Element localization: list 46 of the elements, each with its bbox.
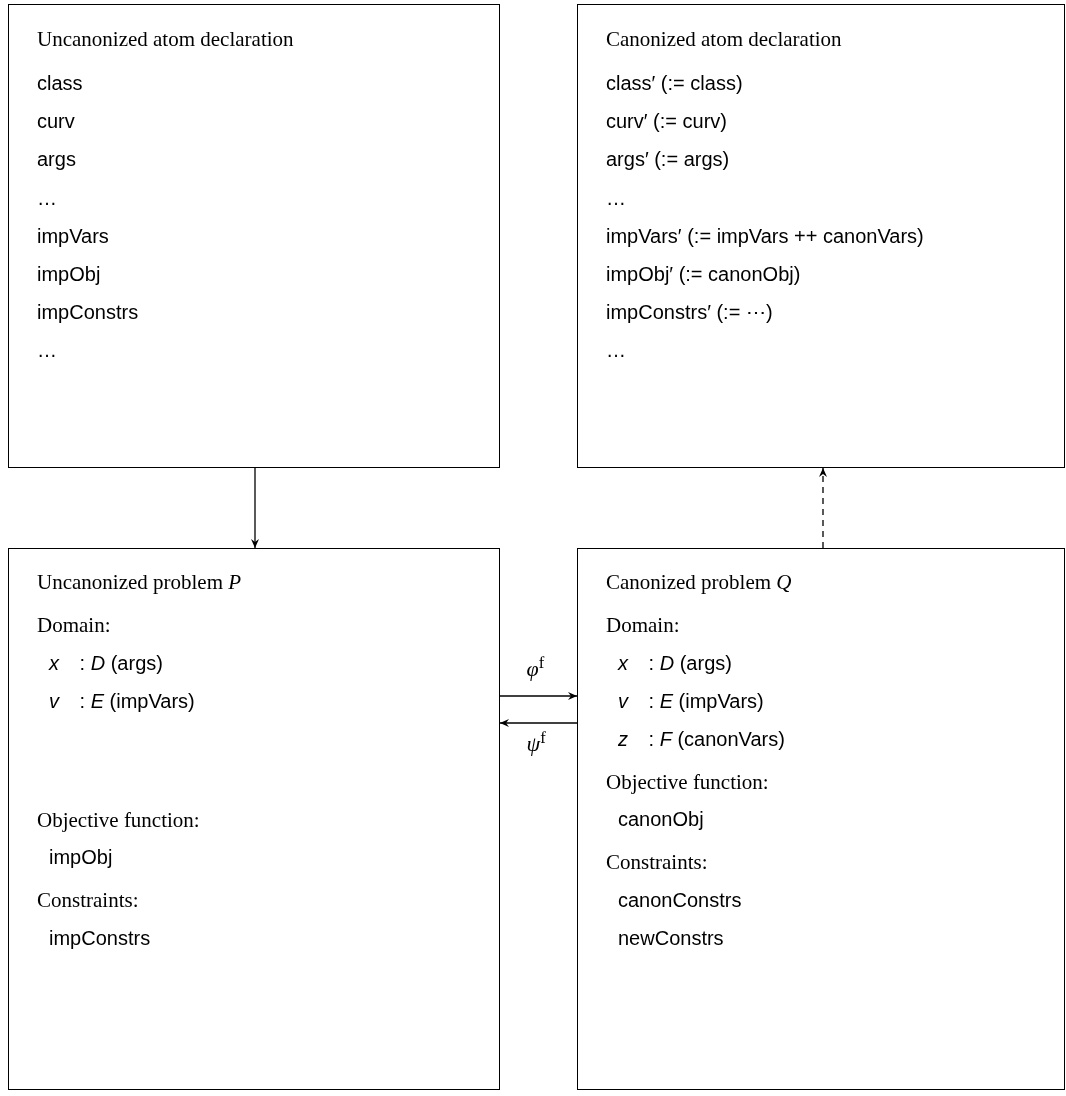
heading-text: Objective function: [606,769,769,796]
arrow [499,719,578,727]
identifier-text: impObj′ (:= canonObj) [606,262,801,287]
identifier-text: … [606,186,626,211]
identifier-text: … [606,338,626,363]
identifier-text: impConstrs [49,926,151,951]
identifier-text: … [37,338,57,363]
identifier-text: curv [37,109,75,134]
identifier-text: args [37,147,76,172]
heading-text: Uncanonized atom declaration [37,26,294,53]
identifier-text: impConstrs′ (:= ⋯) [606,300,773,325]
text-box [577,548,1065,1090]
arrow [499,692,578,700]
identifier-text: impConstrs [37,300,139,325]
identifier-text: class [37,71,83,96]
heading-text: Constraints: [37,887,139,914]
text-box [8,4,500,468]
edge-label: ψ$^{f}$ [524,733,548,755]
text-box [577,4,1065,468]
identifier-text: canonObj [618,807,704,832]
identifier-text: x⃗ : D (args) [618,651,732,676]
arrow [251,467,259,549]
identifier-text: … [37,186,57,211]
identifier-text: z⃗ : F (canonVars) [618,727,785,752]
identifier-text: impVars′ (:= impVars ++ canonVars) [606,224,924,249]
identifier-text: curv′ (:= curv) [606,109,727,134]
identifier-text: impObj [49,845,113,870]
identifier-text: impObj [37,262,101,287]
heading-text: Uncanonized problem P [37,569,242,596]
text-box [8,548,500,1090]
identifier-text: class′ (:= class) [606,71,743,96]
identifier-text: canonConstrs [618,888,742,913]
arrow [819,467,827,549]
identifier-text: newConstrs [618,926,724,951]
edge-label: φ$^{f}$ [524,658,547,680]
heading-text: Domain: [37,612,111,639]
identifier-text: args′ (:= args) [606,147,730,172]
identifier-text: v⃗ : E (impVars) [618,689,764,714]
identifier-text: impVars [37,224,109,249]
identifier-text: x⃗ : D (args) [49,651,163,676]
heading-text: Constraints: [606,849,708,876]
heading-text: Canonized atom declaration [606,26,842,53]
heading-text: Canonized problem Q [606,569,792,596]
identifier-text: v⃗ : E (impVars) [49,689,195,714]
heading-text: Domain: [606,612,680,639]
heading-text: Objective function: [37,807,200,834]
